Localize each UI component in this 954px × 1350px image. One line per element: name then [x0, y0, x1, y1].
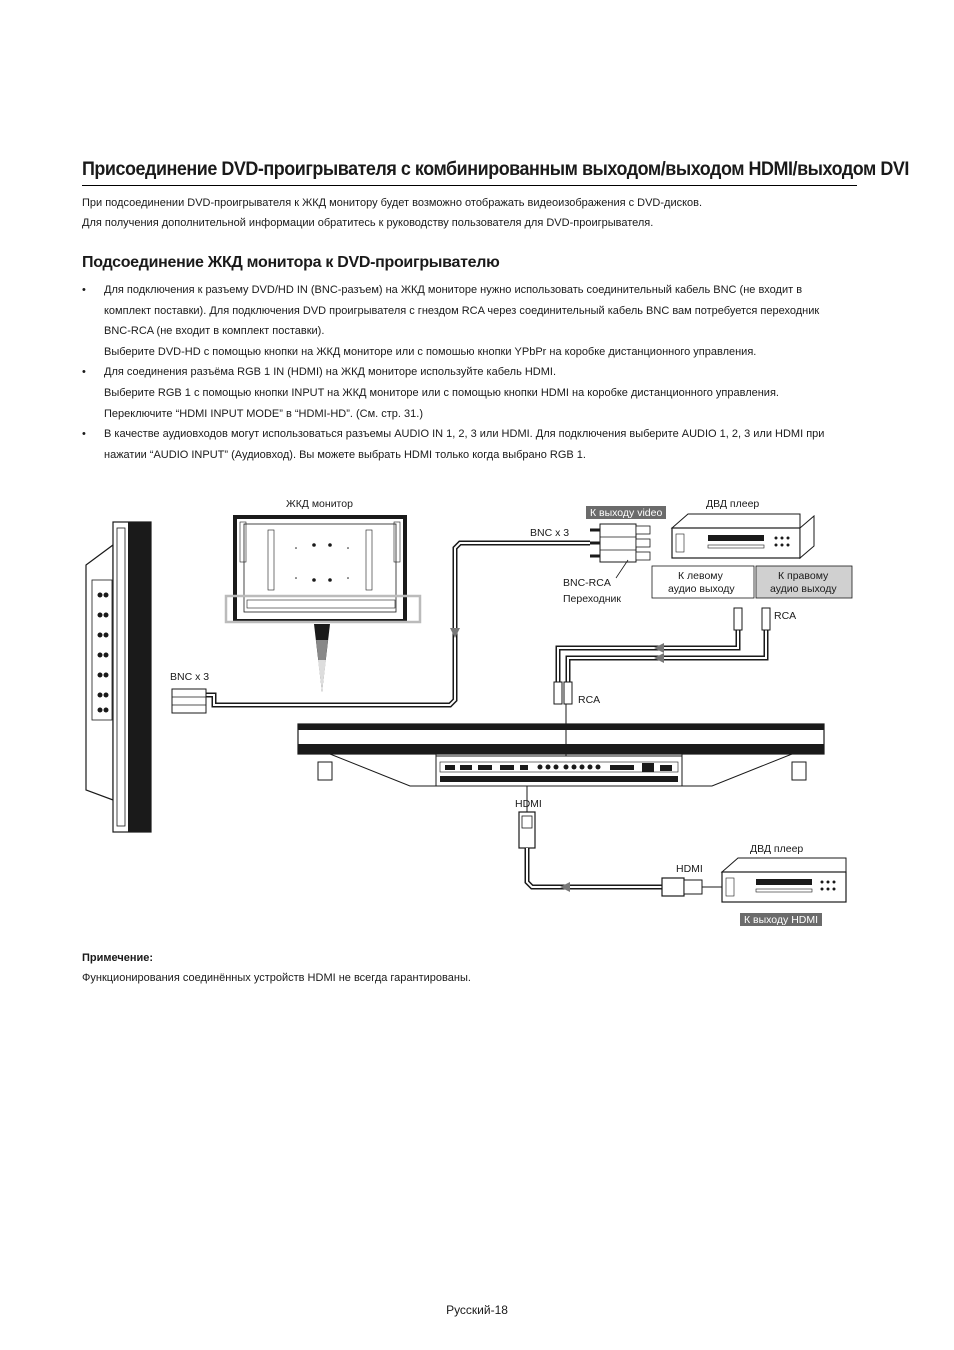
hdmi-out-label-bg: [740, 913, 822, 926]
note-text: Функционирования соединённых устройств H…: [82, 972, 471, 984]
monitor-back-panel: [297, 723, 825, 787]
bullet-line: Выберите RGB 1 с помощью кнопки INPUT на…: [104, 386, 779, 399]
bnc-x3-left-label: BNC x 3: [170, 671, 209, 683]
title-rule: [82, 185, 857, 186]
bullet-marker: •: [82, 284, 86, 296]
rca-audio-cable: [553, 607, 771, 756]
right-audio-box: [755, 565, 853, 599]
hdmi-out-label: К выходу HDMI: [744, 914, 818, 926]
dvd-player-bottom: [720, 857, 847, 903]
left-audio-label: аудио выходу: [668, 583, 735, 595]
bnc-x3-top-label: BNC x 3: [530, 527, 569, 539]
arrow-left-icon: [560, 882, 570, 892]
video-out-label-bg: [586, 506, 666, 519]
arrow-left-icon: [654, 643, 664, 653]
dvd-player-top-label: ДВД плеер: [706, 498, 759, 510]
bullet-line: BNC-RCA (не входит в комплект поставки).: [104, 325, 325, 338]
bullet-list: • Для подключения к разъему DVD/HD IN (B…: [82, 280, 862, 465]
bnc-rca-label: BNC-RCA: [563, 577, 611, 589]
bullet-item: • Для подключения к разъему DVD/HD IN (B…: [82, 280, 862, 362]
section-subtitle: Подсоединение ЖКД монитора к DVD-проигры…: [82, 254, 500, 271]
rca-right-label: RCA: [774, 610, 796, 622]
bullet-line: комплект поставки). Для подключения DVD …: [104, 304, 820, 317]
left-audio-box: [651, 565, 755, 599]
arrow-down-icon: [450, 628, 460, 638]
left-audio-label: К левому: [678, 570, 724, 582]
page-title: Присоединение DVD-проигрывателя с комбин…: [82, 158, 909, 180]
bullet-line: Для соединения разъёма RGB 1 IN (HDMI) н…: [104, 366, 557, 379]
right-audio-label: аудио выходу: [770, 583, 837, 595]
dvd-player-bottom-label: ДВД плеер: [750, 843, 803, 855]
bullet-marker: •: [82, 428, 86, 441]
bullet-item: • В качестве аудиовходов могут использов…: [82, 424, 862, 465]
video-out-label: К выходу video: [590, 507, 662, 519]
intro-text: При подсоединении DVD-проигрывателя к ЖК…: [82, 193, 862, 233]
bullet-line: Для подключения к разъему DVD/HD IN (BNC…: [104, 284, 803, 296]
rca-left-label: RCA: [578, 694, 600, 706]
bullet-marker: •: [82, 366, 86, 379]
lcd-monitor-label: ЖКД монитор: [286, 498, 353, 510]
monitor-front-view: [224, 515, 422, 692]
bullet-item: • Для соединения разъёма RGB 1 IN (HDMI)…: [82, 362, 862, 424]
intro-line: Для получения дополнительной информации …: [82, 217, 654, 229]
hdmi-top-label: HDMI: [515, 798, 542, 810]
bullet-line: Переключите “HDMI INPUT MODE” в “HDMI-HD…: [104, 407, 423, 420]
note: Примечение: Функционирования соединённых…: [82, 948, 471, 988]
bullet-line: нажатии “AUDIO INPUT” (Аудиовход). Вы мо…: [104, 448, 586, 461]
bullet-line: В качестве аудиовходов могут использоват…: [104, 428, 825, 441]
arrow-left-icon: [654, 653, 664, 663]
right-audio-label: К правому: [778, 570, 829, 582]
bnc-cable: [171, 523, 651, 714]
intro-line: При подсоединении DVD-проигрывателя к ЖК…: [82, 197, 703, 209]
note-title: Примечение:: [82, 952, 154, 964]
hdmi-cable: [518, 786, 722, 897]
bullet-line: Выберите DVD-HD с помощью кнопки на ЖКД …: [104, 345, 757, 358]
hdmi-bottom-label: HDMI: [676, 863, 703, 875]
page-footer: Русский-18: [446, 1303, 508, 1317]
adapter-label: Переходник: [563, 593, 621, 605]
dvd-player-top: [670, 513, 815, 560]
monitor-side-view: [85, 521, 152, 833]
